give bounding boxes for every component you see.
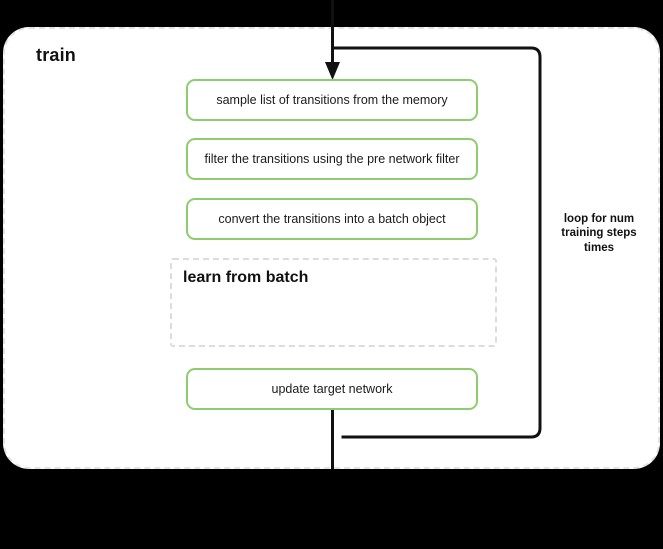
learn-from-batch-title: learn from batch — [183, 269, 309, 286]
process-box-convert-to-batch[interactable]: convert the transitions into a batch obj… — [186, 198, 478, 240]
process-box-label: sample list of transitions from the memo… — [216, 93, 448, 107]
loop-annotation-label: loop for num training steps times — [561, 213, 637, 254]
process-box-filter-transitions[interactable]: filter the transitions using the pre net… — [186, 138, 478, 180]
learn-from-batch-group[interactable]: learn from batch — [170, 258, 497, 347]
process-box-label: filter the transitions using the pre net… — [204, 152, 460, 166]
process-box-label: update target network — [271, 382, 393, 396]
process-box-sample-transitions[interactable]: sample list of transitions from the memo… — [186, 79, 478, 121]
process-box-update-target-network[interactable]: update target network — [186, 368, 478, 410]
page-title: train — [36, 45, 77, 65]
process-box-label: convert the transitions into a batch obj… — [218, 212, 446, 226]
